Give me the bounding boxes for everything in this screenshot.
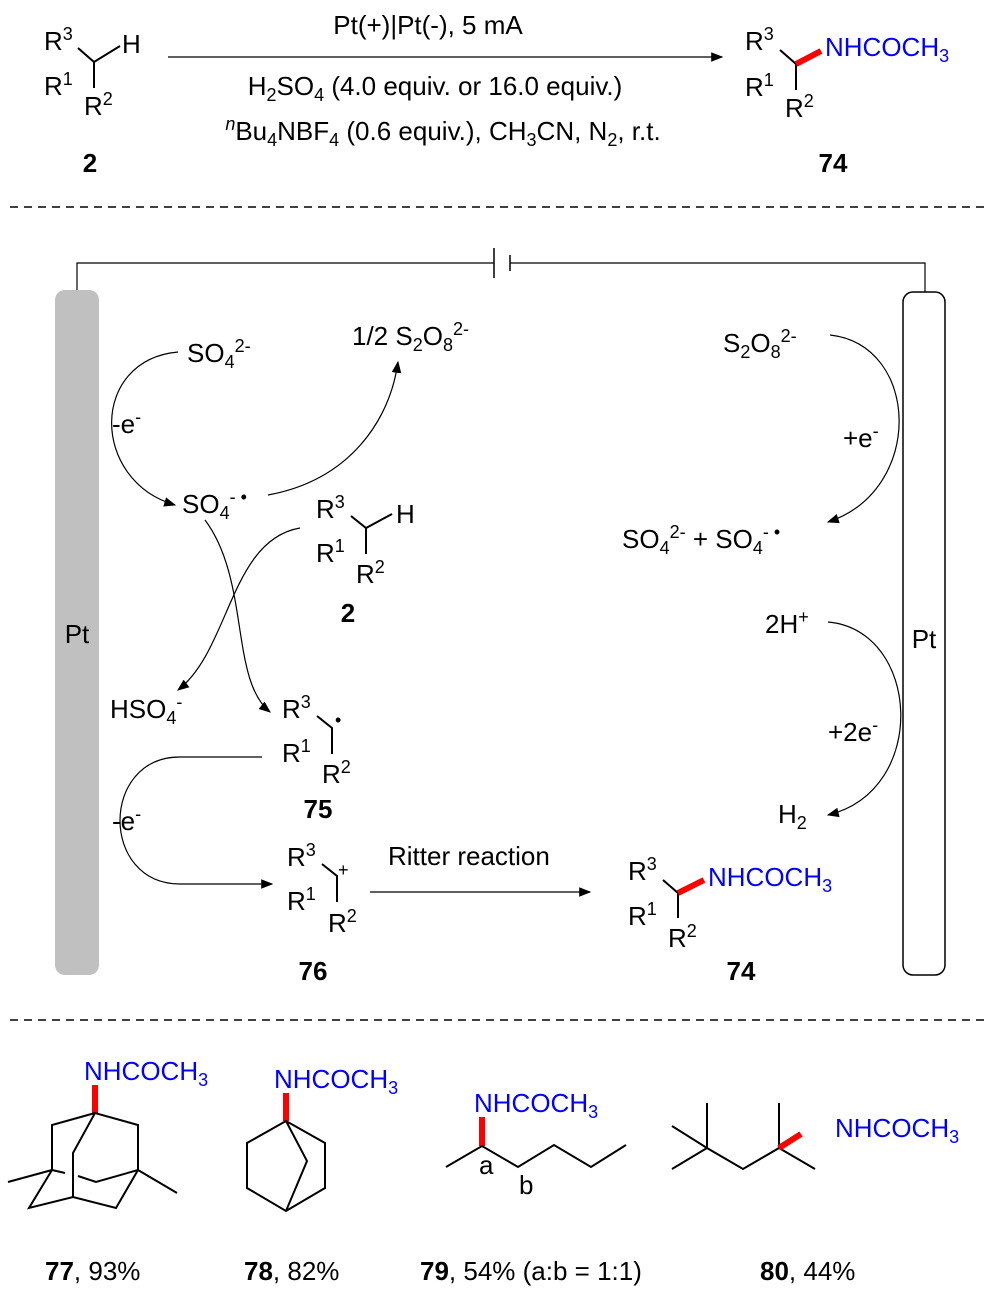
cathode-reactions: S2O82- +e- SO42- + SO4- • 2H+ +2e- H2 [622,326,902,833]
svg-text:-e-: -e- [112,804,141,836]
r2: R2 [84,89,113,121]
svg-text:R3: R3 [282,692,311,724]
anode [55,290,99,975]
svg-text:2: 2 [341,598,355,628]
svg-text:-e-: -e- [112,407,141,439]
ritter-reaction-label: Ritter reaction [388,841,550,871]
svg-text:HSO4-: HSO4- [110,692,182,728]
svg-text:R1: R1 [282,736,311,768]
svg-text:H2: H2 [778,799,807,833]
svg-text:NHCOCH3: NHCOCH3 [825,32,949,66]
svg-text:74: 74 [727,956,756,986]
svg-text:76: 76 [299,956,328,986]
svg-text:+2e-: +2e- [828,715,878,747]
svg-text:75: 75 [304,794,333,824]
svg-text:b: b [519,1170,533,1200]
svg-text:78, 82%: 78, 82% [244,1256,339,1286]
svg-text:+: + [338,860,349,880]
svg-text:R2: R2 [668,921,697,953]
substrate-2: R3 H R1 R2 2 [44,24,141,178]
circuit-wire [76,262,926,292]
svg-text:74: 74 [819,148,848,178]
example-80: NHCOCH3 80, 44% [671,1103,959,1286]
svg-text:R2: R2 [328,906,357,938]
example-78: NHCOCH3 78, 82% [244,1064,398,1286]
r1: R1 [44,69,73,101]
conditions-electrodes: Pt(+)|Pt(-), 5 mA [333,10,523,40]
conditions-electrolyte: nBu4NBF4 (0.6 equiv.), CH3CN, N2, r.t. [225,114,660,150]
example-77: NHCOCH3 77, 93% [7,1056,208,1286]
svg-text:NHCOCH3: NHCOCH3 [274,1064,398,1098]
h-atom: H [122,29,141,59]
svg-text:R1: R1 [745,70,774,102]
example-79: NHCOCH3 a b 79, 54% (a:b = 1:1) [420,1088,642,1286]
svg-text:•: • [335,710,341,730]
svg-text:S2O82-: S2O82- [723,326,797,362]
svg-text:R1: R1 [287,884,316,916]
svg-text:a: a [479,1150,494,1180]
product-74: R3 NHCOCH3 R1 R2 74 [745,24,949,178]
compound-label-2: 2 [83,148,97,178]
svg-text:R3: R3 [287,840,316,872]
svg-text:SO42- + SO4- •: SO42- + SO4- • [622,522,780,558]
svg-text:R1: R1 [316,536,345,568]
svg-text:2H+: 2H+ [765,607,809,639]
svg-text:H: H [396,499,415,529]
svg-text:R2: R2 [322,757,351,789]
anode-reactions: SO42- 1/2 S2O82- -e- SO4- • R3 H R1 R2 2… [110,319,832,986]
svg-text:+e-: +e- [843,421,879,453]
svg-text:NHCOCH3: NHCOCH3 [835,1113,959,1147]
svg-text:R3: R3 [316,492,345,524]
svg-text:NHCOCH3: NHCOCH3 [474,1088,598,1122]
svg-text:R3: R3 [628,854,657,886]
cathode [902,291,946,976]
svg-text:77, 93%: 77, 93% [45,1256,140,1286]
svg-text:79, 54% (a:b = 1:1): 79, 54% (a:b = 1:1) [420,1256,642,1286]
svg-text:80, 44%: 80, 44% [760,1256,855,1286]
svg-text:SO4- •: SO4- • [182,487,247,523]
svg-text:R1: R1 [628,899,657,931]
anode-label: Pt [65,619,90,649]
svg-text:R3: R3 [745,24,774,56]
cathode-label: Pt [912,624,937,654]
svg-text:NHCOCH3: NHCOCH3 [84,1056,208,1090]
svg-text:SO42-: SO42- [187,336,251,372]
r3: R3 [44,24,73,56]
svg-text:1/2 S2O82-: 1/2 S2O82- [352,319,469,355]
svg-text:NHCOCH3: NHCOCH3 [708,862,832,896]
conditions-acid: H2SO4 (4.0 equiv. or 16.0 equiv.) [248,71,623,105]
svg-text:R2: R2 [356,557,385,589]
svg-text:R2: R2 [785,91,814,123]
